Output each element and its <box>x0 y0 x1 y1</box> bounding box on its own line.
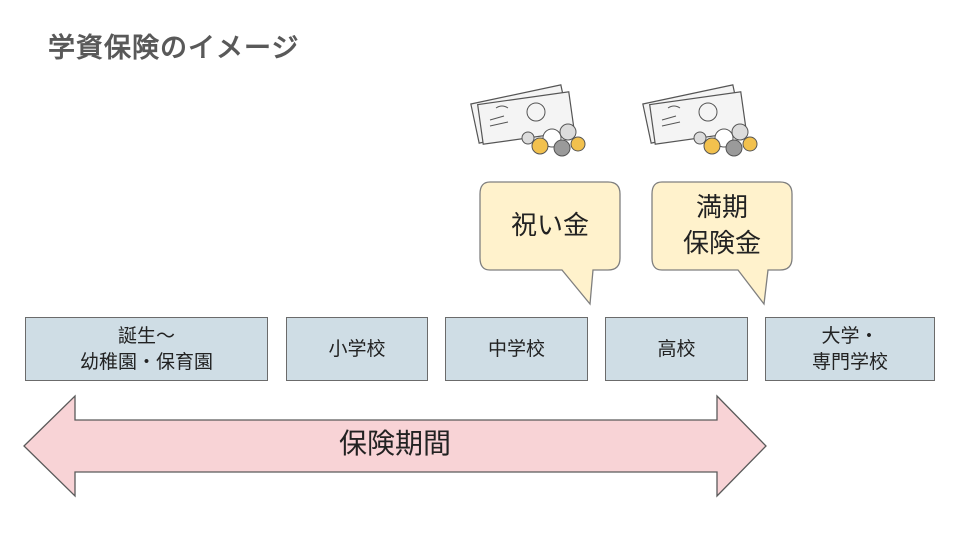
page-title: 学資保険のイメージ <box>48 33 300 64</box>
stage-label: 大学・ <box>821 325 879 347</box>
bubble-shape <box>651 181 793 306</box>
stage-label: 専門学校 <box>811 351 888 373</box>
bubble-line: 祝い金 <box>510 211 589 241</box>
bubble-line: 満期 <box>695 193 748 223</box>
stage-box-birth: 誕生～ 幼稚園・保育園 <box>25 317 268 381</box>
stage-label: 高校 <box>657 338 696 360</box>
double-arrow-icon <box>23 394 767 498</box>
stage-label: 小学校 <box>328 338 386 360</box>
stage-box-junior-high: 中学校 <box>445 317 588 381</box>
bubble-celebration: 祝い金 <box>481 182 619 270</box>
stage-box-high-school: 高校 <box>605 317 748 381</box>
stage-label: 中学校 <box>487 338 545 360</box>
stage-box-elementary: 小学校 <box>286 317 428 381</box>
money-icon <box>470 84 586 157</box>
money-icon <box>642 84 758 157</box>
stage-box-university: 大学・ 専門学校 <box>765 317 935 381</box>
bubble-maturity: 満期 保険金 <box>653 182 791 270</box>
stage-label: 誕生～ <box>117 325 175 347</box>
bubble-shape <box>479 181 621 306</box>
stage-label: 幼稚園・保育園 <box>79 351 213 373</box>
bubble-line: 保険金 <box>682 229 761 259</box>
insurance-period-label: 保険期間 <box>338 427 451 460</box>
